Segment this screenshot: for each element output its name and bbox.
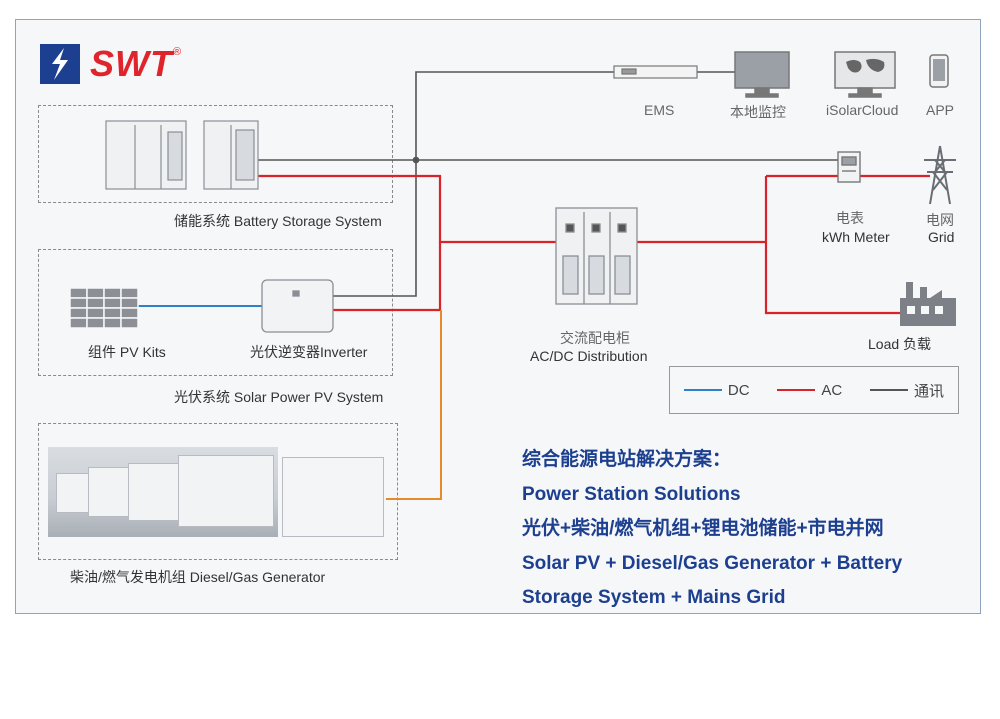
- swt-logo-icon: [40, 44, 80, 84]
- legend-comm-label: 通讯: [914, 382, 945, 400]
- generator-feed-line: [386, 310, 442, 500]
- generator-group: [38, 423, 398, 560]
- legend-box: DC AC 通讯: [669, 366, 959, 414]
- comm-line-inverter-ems: [333, 71, 614, 297]
- legend-dc-label: DC: [727, 381, 750, 399]
- ems-label: EMS: [644, 102, 675, 118]
- grid-tower-icon: [924, 145, 956, 205]
- solution-line-1: 综合能源电站解决方案：: [522, 449, 732, 470]
- meter-cn-label: 电表: [836, 210, 864, 226]
- distribution-cn-label: 交流配电柜: [560, 330, 630, 346]
- kwh-meter-icon: [837, 151, 861, 183]
- grid-cn-label: 电网: [926, 212, 954, 228]
- distribution-en-label: AC/DC Distribution: [530, 348, 648, 364]
- battery-storage-group: [38, 105, 393, 203]
- ac-line-battery: [258, 174, 556, 244]
- swt-logo: SWT ®: [38, 42, 181, 86]
- solution-line-2: Power Station Solutions: [522, 483, 741, 505]
- legend-ac-label: AC: [821, 381, 843, 399]
- legend-comm: 通讯: [870, 380, 944, 401]
- solution-text-block: 综合能源电站解决方案： Power Station Solutions 光伏+柴…: [522, 443, 902, 616]
- local-monitoring-label: 本地监控: [730, 104, 786, 120]
- isolarcloud-label: iSolarCloud: [826, 102, 899, 118]
- legend-dc-swatch: [683, 389, 722, 391]
- generator-label: 柴油/燃气发电机组 Diesel/Gas Generator: [70, 569, 326, 585]
- load-label: Load 负载: [868, 336, 932, 352]
- generator-photo: [48, 447, 278, 537]
- isolarcloud-icon: [834, 51, 896, 98]
- battery-cabinet-2: [203, 120, 259, 190]
- pv-system-group: [38, 249, 393, 376]
- app-label: APP: [926, 102, 955, 118]
- legend-ac: AC: [777, 382, 842, 399]
- legend-comm-swatch: [870, 389, 909, 391]
- distribution-cabinet: [555, 207, 638, 305]
- comm-lines: [258, 71, 838, 297]
- ems-device: [613, 65, 698, 79]
- logo-registered-mark: ®: [172, 46, 182, 58]
- phone-icon: [929, 54, 949, 88]
- pv-system-label: 光伏系统 Solar Power PV System: [174, 389, 384, 405]
- pv-kits-label: 组件 PV Kits: [88, 344, 166, 360]
- battery-storage-label: 储能系统 Battery Storage System: [174, 213, 382, 229]
- solution-line-3: 光伏+柴油/燃气机组+锂电池储能+市电并网: [522, 518, 884, 539]
- ac-line-inverter: [333, 242, 442, 312]
- legend-dc: DC: [683, 381, 750, 399]
- generator-unit: [282, 457, 384, 537]
- meter-en-label: kWh Meter: [822, 229, 890, 245]
- grid-en-label: Grid: [928, 229, 955, 245]
- ac-line-load: [764, 176, 900, 315]
- solution-line-5: Storage System + Mains Grid: [522, 587, 786, 608]
- legend-ac-swatch: [777, 389, 816, 391]
- monitor-icon: [734, 51, 790, 98]
- logo-brand-text: SWT: [90, 43, 173, 84]
- comm-junction: [412, 156, 420, 164]
- solution-line-4: Solar PV + Diesel/Gas Generator + Batter…: [522, 552, 903, 574]
- inverter-label: 光伏逆变器Inverter: [250, 344, 368, 360]
- battery-cabinet-1: [105, 120, 187, 190]
- inverter-unit: [261, 279, 334, 333]
- pv-panels: [69, 287, 139, 329]
- factory-load-icon: [900, 282, 956, 326]
- ac-lines: [258, 174, 930, 315]
